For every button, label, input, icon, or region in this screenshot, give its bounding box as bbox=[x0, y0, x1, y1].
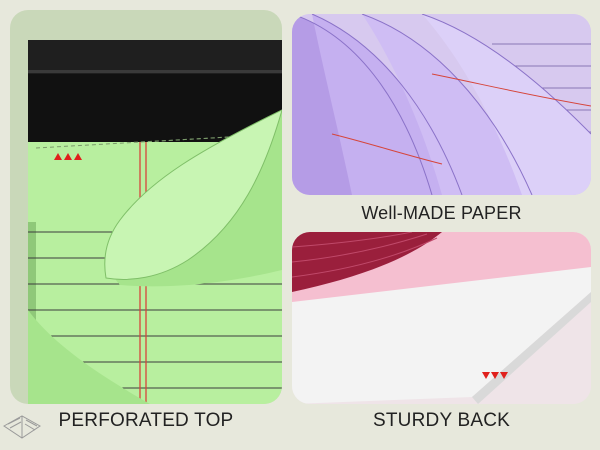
pink-pad-illustration bbox=[292, 232, 591, 404]
well-made-paper-image bbox=[292, 14, 591, 195]
backing-board-edge bbox=[472, 292, 591, 404]
pad-left-edge bbox=[28, 70, 36, 404]
green-notepad-illustration bbox=[28, 40, 282, 404]
black-binding-front bbox=[28, 74, 282, 142]
perforation-arrow-icon bbox=[482, 372, 508, 379]
perforated-top-image bbox=[10, 10, 282, 404]
purple-sheet-3 bbox=[362, 14, 532, 195]
purple-sheet-2 bbox=[312, 14, 462, 195]
purple-margin-line bbox=[431, 73, 591, 107]
perforation-arrow-icon bbox=[54, 153, 82, 160]
caption-sturdy-back: STURDY BACK bbox=[373, 410, 510, 431]
caption-well-made-paper: Well-MADE PAPER bbox=[361, 203, 522, 223]
backing-board bbox=[292, 267, 591, 404]
curled-sheet-front bbox=[104, 109, 282, 280]
purple-paper-illustration bbox=[292, 14, 591, 195]
black-binding-strip bbox=[28, 40, 282, 74]
purple-sheet-4 bbox=[422, 14, 591, 195]
book-doodle-icon bbox=[3, 415, 41, 439]
caption-perforated-top: PERFORATED TOP bbox=[58, 410, 234, 431]
crimson-sheet-edges bbox=[292, 232, 442, 292]
sturdy-back-image bbox=[292, 232, 591, 404]
